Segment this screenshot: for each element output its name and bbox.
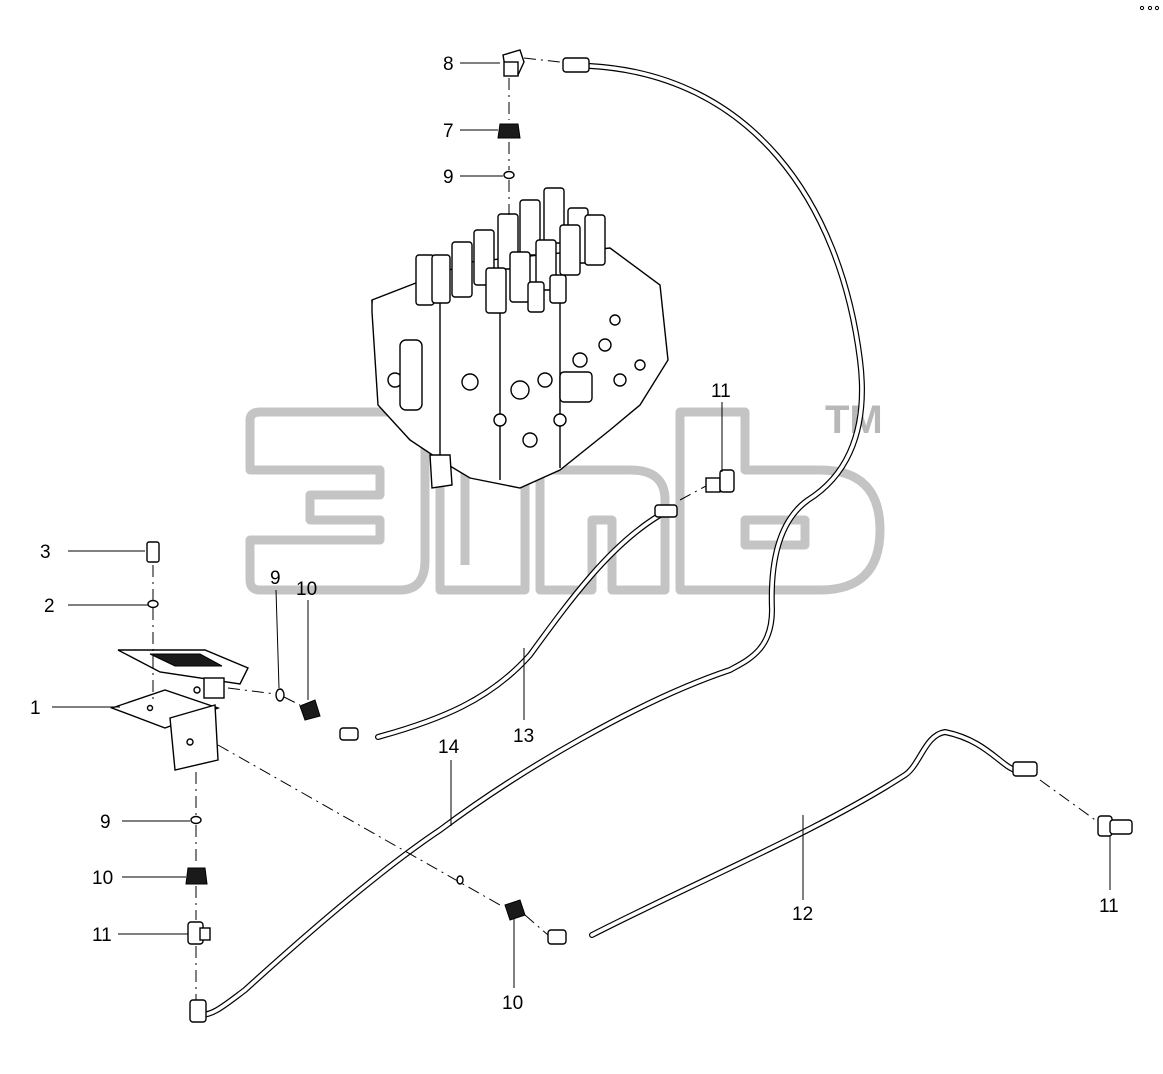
hose-12-end-upper xyxy=(1012,761,1038,777)
foot-pedal-assembly xyxy=(109,649,249,771)
adapter-7 xyxy=(497,123,521,139)
callout-10-mid: 10 xyxy=(296,579,317,600)
callout-8: 8 xyxy=(443,54,454,75)
hose-13-end-lower xyxy=(339,727,359,741)
hose-12-end-lower xyxy=(547,929,567,945)
callout-9-mid: 9 xyxy=(270,568,281,589)
seal-ring-9-mid xyxy=(275,688,285,702)
callout-10-bottom: 10 xyxy=(502,993,523,1014)
hose-end-fitting-top xyxy=(562,57,590,73)
adapter-10-low xyxy=(185,867,208,885)
assembly-centerlines xyxy=(152,57,1099,1000)
tee-fitting-11-left xyxy=(187,921,211,945)
bolt-3 xyxy=(146,541,160,563)
callout-3: 3 xyxy=(40,542,51,563)
callout-9-top: 9 xyxy=(443,167,454,188)
callout-12: 12 xyxy=(792,904,813,925)
callout-11-right: 11 xyxy=(1099,896,1119,917)
tee-fitting-11-top xyxy=(705,469,735,493)
callout-14: 14 xyxy=(438,737,460,758)
hose-13-end-upper xyxy=(654,504,678,518)
callout-11-left: 11 xyxy=(92,925,112,946)
seal-ring-9-low xyxy=(190,815,202,825)
seal-ring-small xyxy=(456,875,464,885)
hose-elbow-end-left xyxy=(189,999,207,1023)
adapter-10-bottom xyxy=(504,899,526,921)
callout-1: 1 xyxy=(30,698,41,719)
callout-11-top: 11 xyxy=(711,381,731,402)
hose-12 xyxy=(589,729,1018,938)
corner-mark-icon xyxy=(1139,5,1160,11)
callout-10-low: 10 xyxy=(92,868,113,889)
seal-ring-9-top xyxy=(503,170,515,180)
tee-fitting-11-right xyxy=(1097,815,1133,837)
leader-lines xyxy=(52,62,1111,988)
washer-2 xyxy=(147,599,159,609)
elbow-fitting-8 xyxy=(502,49,525,77)
callout-7: 7 xyxy=(443,121,454,142)
adapter-10-mid xyxy=(299,699,321,721)
hose-13 xyxy=(375,512,663,740)
hose-upper-right xyxy=(195,63,865,1018)
callout-labels: 8 7 9 3 2 1 9 10 13 11 14 9 10 11 10 12 … xyxy=(30,54,1119,1014)
callout-2: 2 xyxy=(44,596,55,617)
control-valve-assembly xyxy=(371,187,669,489)
callout-9-low: 9 xyxy=(100,812,111,833)
callout-13: 13 xyxy=(513,726,534,747)
